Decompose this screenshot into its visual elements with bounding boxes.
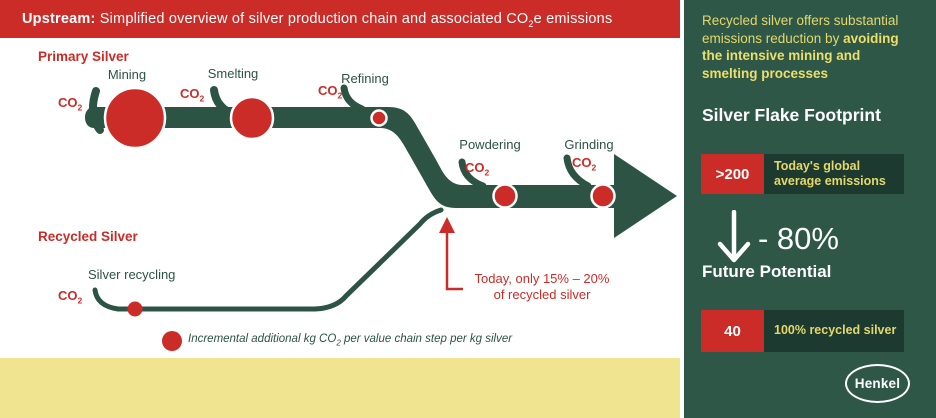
future-emissions-label: 100% recycled silver — [764, 310, 904, 352]
co2-inlet-refining — [340, 84, 366, 113]
smelting-emission-circle — [229, 95, 275, 141]
step-label-silver-recycling: Silver recycling — [88, 267, 176, 282]
co2-label-grinding: CO2 — [572, 155, 597, 173]
future-potential-label: Future Potential — [702, 262, 832, 281]
co2-inlet-mining — [88, 87, 104, 134]
header-title: Upstream: Simplified overview of silver … — [22, 11, 613, 29]
header-bar: Upstream: Simplified overview of silver … — [0, 0, 680, 38]
step-label-powdering: Powdering — [459, 137, 521, 152]
today-share-arrow — [445, 231, 463, 291]
step-label-grinding: Grinding — [564, 137, 614, 152]
recycling-emission-dot — [127, 301, 143, 317]
bottom-accent-strip — [0, 358, 680, 418]
recycled-share-annotation: Today, only 15% – 20% of recycled silver — [472, 271, 612, 303]
today-emissions-value: >200 — [701, 154, 764, 194]
co2-label-mining: CO2 — [58, 95, 83, 113]
refining-emission-circle — [370, 109, 388, 127]
annotation-line1: Today, only 15% – 20% — [474, 271, 610, 286]
co2-inlet-grinding — [563, 154, 592, 190]
powdering-emission-circle — [492, 183, 518, 209]
future-emissions-stat: 40 100% recycled silver — [701, 310, 904, 352]
co2-inlet-powdering — [458, 158, 487, 190]
reduction-arrow-icon — [717, 210, 751, 263]
mining-emission-circle — [103, 86, 167, 150]
co2-label-smelting: CO2 — [180, 86, 205, 104]
production-flow-band — [85, 107, 677, 238]
legend-text: Incremental additional kg CO2 per value … — [188, 333, 513, 348]
future-emissions-value: 40 — [701, 310, 764, 352]
panel-intro: Recycled silver offers substantial emiss… — [702, 13, 899, 81]
step-label-mining: Mining — [107, 67, 147, 82]
grinding-emission-circle — [590, 183, 616, 209]
panel-heading: Silver Flake Footprint — [702, 105, 881, 125]
today-share-arrowhead — [439, 217, 455, 233]
co2-label-powdering: CO2 — [465, 160, 490, 178]
silver-flake-panel: Recycled silver offers substantial emiss… — [684, 0, 936, 418]
annotation-line2: of recycled silver — [493, 287, 591, 302]
co2-label-refining: CO2 — [318, 83, 343, 101]
recycled-flow-line — [92, 207, 444, 312]
step-label-refining: Refining — [341, 71, 389, 86]
legend-dot — [162, 331, 182, 351]
primary-silver-label: Primary Silver — [38, 49, 129, 64]
flow-diagram — [85, 84, 677, 351]
today-emissions-label: Today's global average emissions — [764, 154, 904, 194]
step-label-smelting: Smelting — [207, 66, 259, 81]
today-emissions-stat: >200 Today's global average emissions — [701, 154, 904, 194]
recycled-silver-label: Recycled Silver — [38, 229, 138, 244]
reduction-percentage: - 80% — [758, 221, 839, 256]
upstream-section: Upstream: Simplified overview of silver … — [0, 0, 680, 418]
henkel-logo: Henkel — [845, 364, 910, 403]
co2-label-recycling: CO2 — [58, 288, 83, 306]
